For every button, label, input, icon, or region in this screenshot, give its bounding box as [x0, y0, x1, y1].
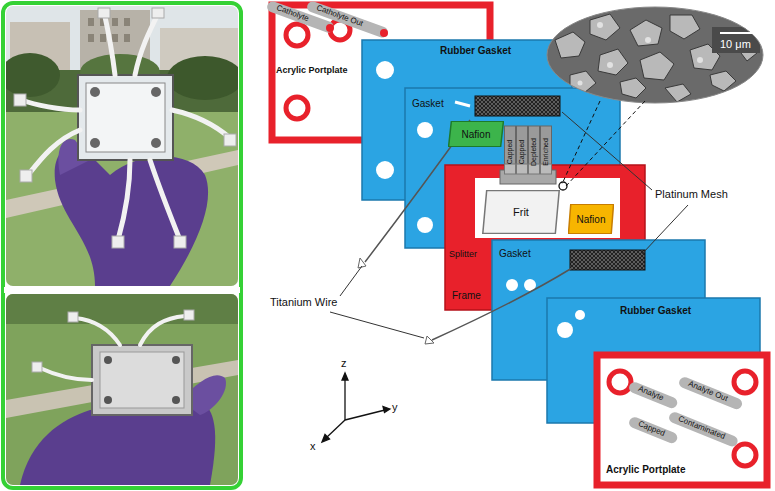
sem-inset [547, 7, 763, 103]
layer-panel: Nafion [568, 204, 614, 234]
layer-panel: Frit [482, 190, 560, 234]
part-label: x [310, 440, 316, 452]
part-label: Enriched [542, 138, 550, 166]
part-label: Acrylic Portplate [276, 66, 348, 76]
part-label: Rubber Gasket [620, 305, 691, 316]
part-label: Platinum Mesh [655, 188, 728, 200]
part-label: Gasket [412, 98, 444, 109]
part-label: Acrylic Portplate [606, 464, 685, 475]
part-label: 10 μm [720, 38, 751, 50]
part-name: Nafion [577, 214, 606, 225]
layer-panel: Nafion [448, 121, 504, 147]
photo-top [6, 6, 238, 286]
part-label: Titanium Wire [270, 296, 337, 308]
part-name: Nafion [462, 129, 491, 140]
part-label: Capped [518, 140, 526, 165]
part-label: Rubber Gasket [440, 45, 511, 56]
part-label: Splitter [449, 250, 477, 260]
part-label: Frame [452, 290, 481, 301]
part-name: Frit [513, 206, 529, 218]
part-label: Gasket [499, 248, 531, 259]
part-label: y [392, 401, 398, 413]
part-label: Depleted [530, 138, 538, 166]
part-label: Capped [506, 140, 514, 165]
photo-bottom [6, 294, 238, 485]
part-label: z [341, 357, 347, 369]
